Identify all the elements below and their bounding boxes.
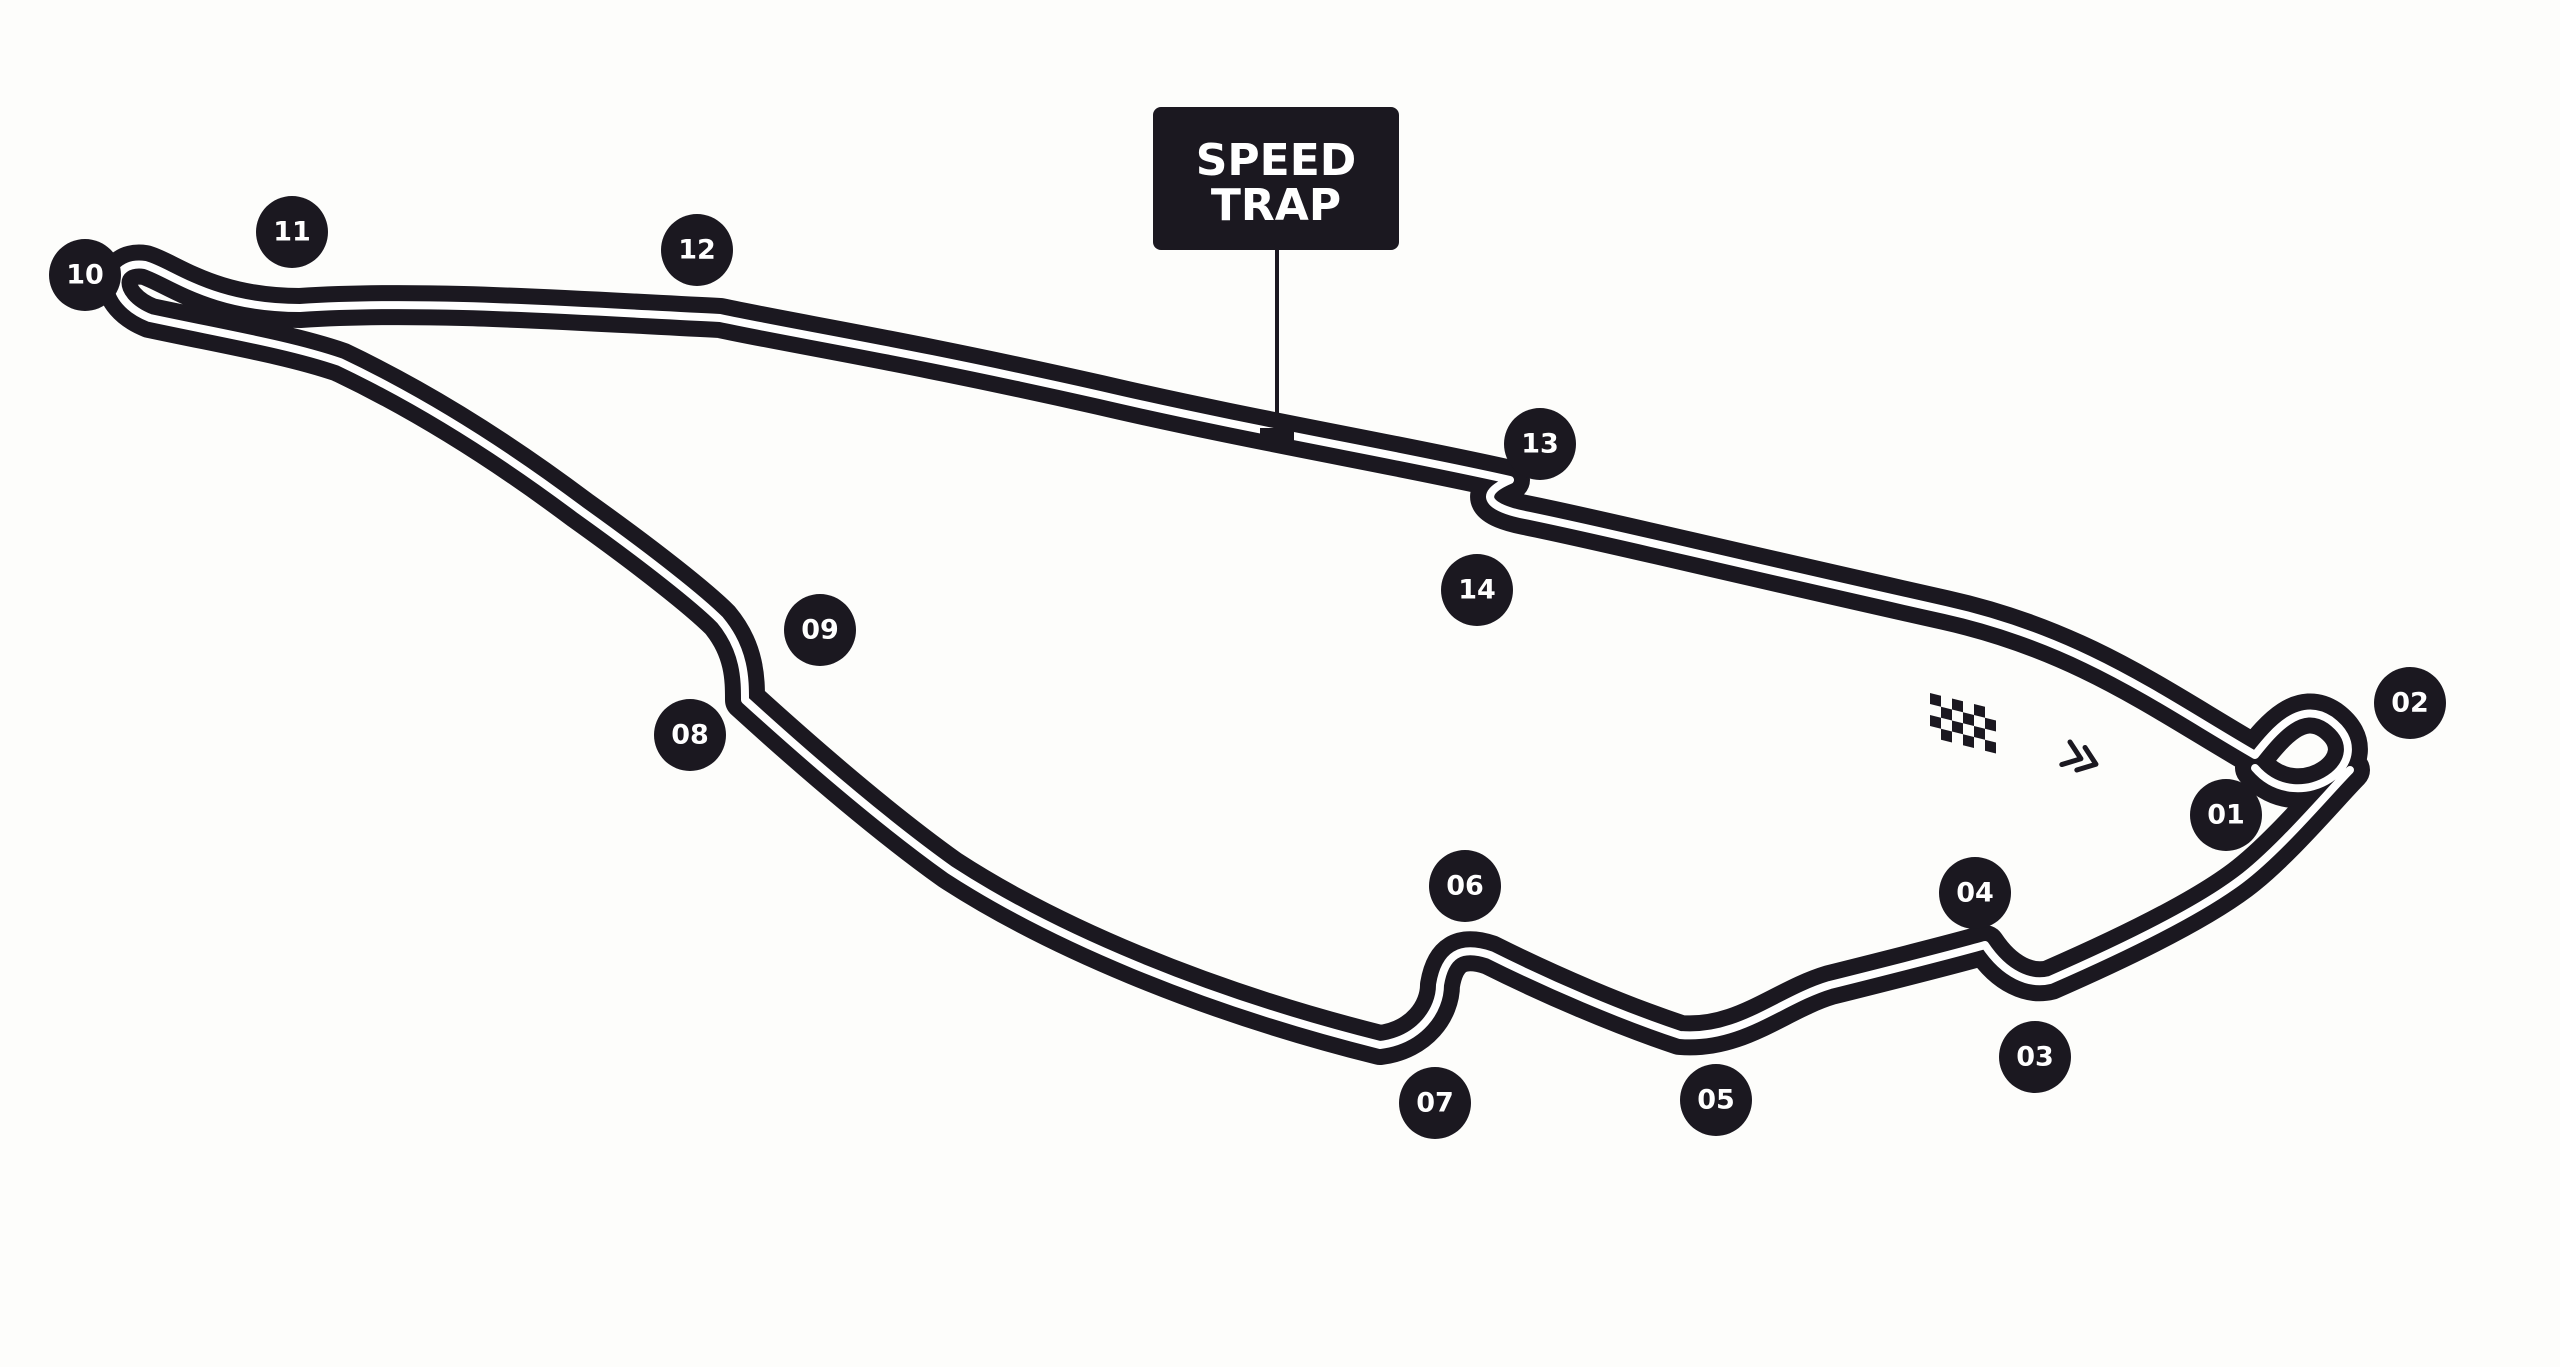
turn-label-12: 12 bbox=[678, 235, 716, 266]
turn-markers: 01 02 03 04 05 06 bbox=[49, 196, 2446, 1139]
speed-trap-line1: SPEED bbox=[1196, 135, 1357, 186]
turn-label-08: 08 bbox=[671, 720, 709, 751]
turn-marker-13: 13 bbox=[1504, 408, 1576, 480]
turn-label-06: 06 bbox=[1446, 871, 1484, 902]
turn-marker-04: 04 bbox=[1939, 857, 2011, 929]
turn-label-13: 13 bbox=[1521, 429, 1559, 460]
turn-label-10: 10 bbox=[66, 260, 104, 291]
turn-label-04: 04 bbox=[1956, 878, 1994, 909]
turn-marker-14: 14 bbox=[1441, 554, 1513, 626]
turn-marker-02: 02 bbox=[2374, 667, 2446, 739]
turn-label-09: 09 bbox=[801, 615, 839, 646]
turn-label-05: 05 bbox=[1697, 1085, 1735, 1116]
turn-label-02: 02 bbox=[2391, 688, 2429, 719]
turn-label-07: 07 bbox=[1416, 1088, 1454, 1119]
speed-trap-sign bbox=[1153, 107, 1399, 250]
turn-marker-09: 09 bbox=[784, 594, 856, 666]
turn-marker-08: 08 bbox=[654, 699, 726, 771]
turn-marker-07: 07 bbox=[1399, 1067, 1471, 1139]
speed-trap-line2: TRAP bbox=[1211, 180, 1341, 231]
turn-label-14: 14 bbox=[1458, 575, 1496, 606]
turn-marker-05: 05 bbox=[1680, 1064, 1752, 1136]
checkered-flag-icon bbox=[1930, 693, 1996, 754]
turn-marker-11: 11 bbox=[256, 196, 328, 268]
turn-marker-01: 01 bbox=[2190, 779, 2262, 851]
turn-marker-06: 06 bbox=[1429, 850, 1501, 922]
turn-label-03: 03 bbox=[2016, 1042, 2054, 1073]
track-path bbox=[97, 244, 2370, 1065]
turn-label-11: 11 bbox=[273, 217, 311, 248]
speed-trap-marker bbox=[1260, 428, 1294, 444]
direction-chevrons-icon bbox=[2059, 739, 2099, 773]
turn-marker-03: 03 bbox=[1999, 1021, 2071, 1093]
turn-marker-10: 10 bbox=[49, 239, 121, 311]
track-centerline bbox=[113, 260, 2354, 1049]
turn-label-01: 01 bbox=[2207, 800, 2245, 831]
turn-marker-12: 12 bbox=[661, 214, 733, 286]
